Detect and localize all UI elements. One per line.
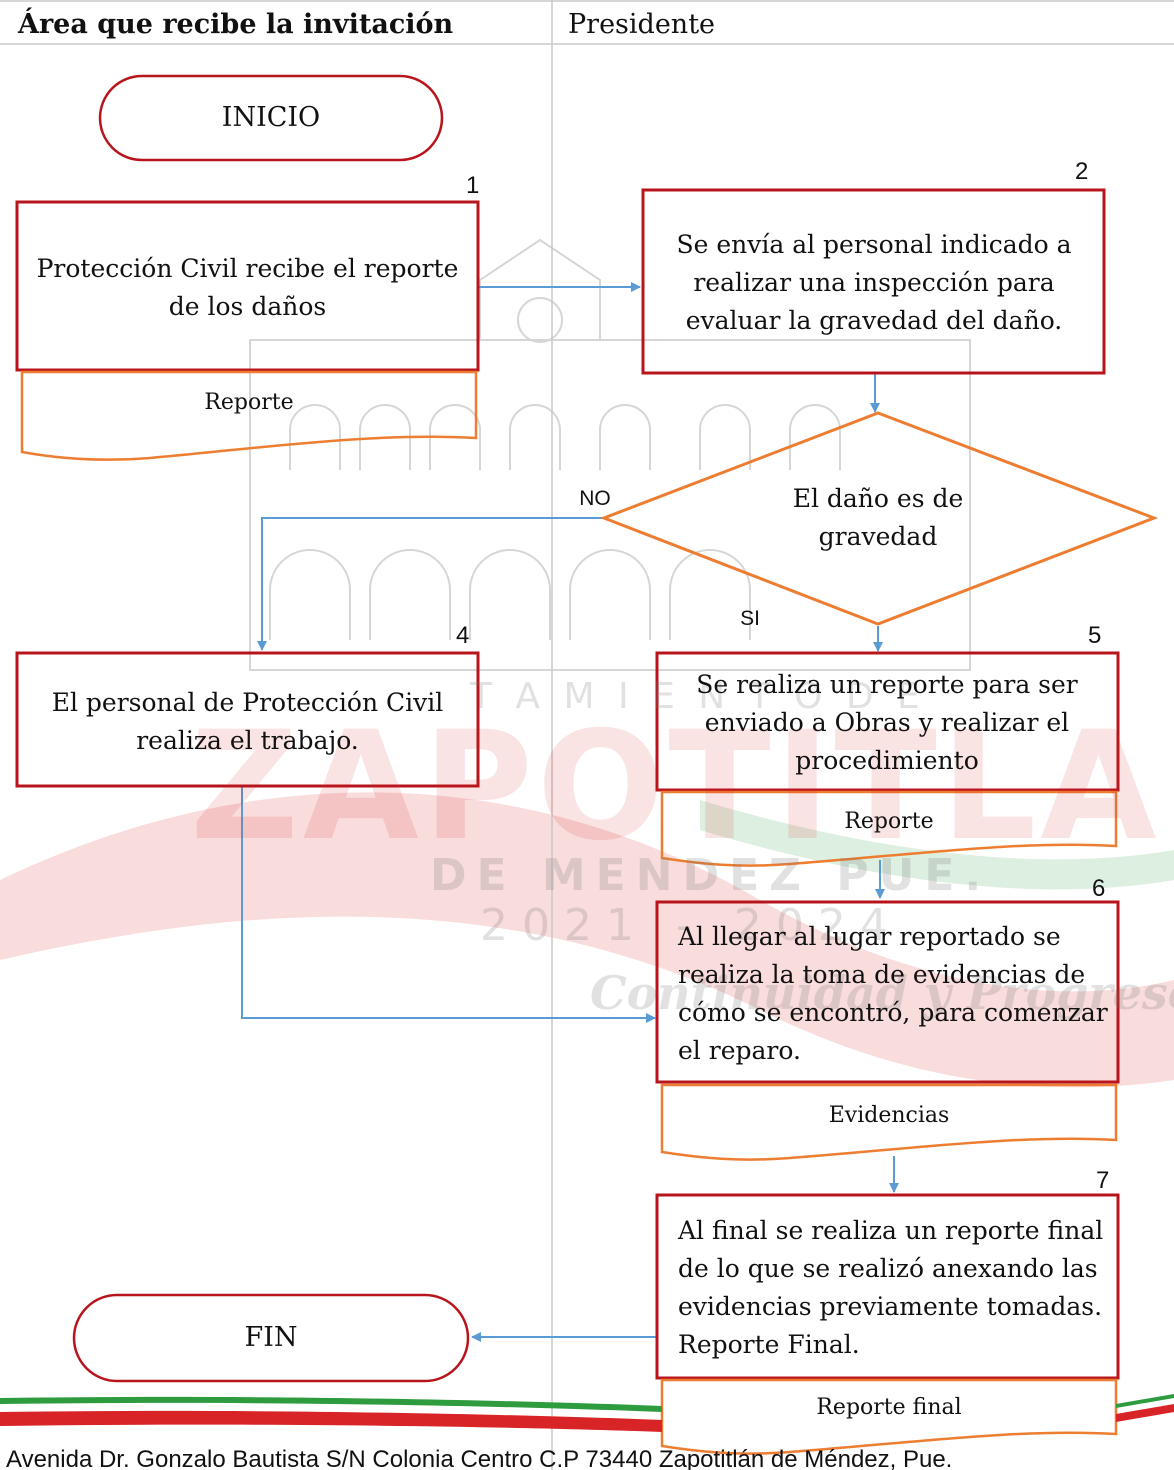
step-7-box [655,1193,1120,1380]
step-4-text: El personal de Protección Civil realiza … [51,688,444,755]
step-5-number: 5 [1088,622,1102,649]
step-2-box [641,188,1106,375]
step-2-text: Se envía al personal indicado a realizar… [676,230,1072,335]
document-5-label: Reporte [844,809,934,834]
watermark-text-5: Continuidad y Progreso [590,966,1174,1020]
footer-stripe-green-right [1116,1394,1174,1408]
lane-header-left: Área que recibe la invitación [18,9,454,40]
watermark-text-1: T A M I E N T O D E [470,676,926,717]
step-4-number: 4 [456,622,470,649]
footer-stripe-red [0,1410,662,1432]
step-4-box [15,651,480,788]
step-6-number: 6 [1092,875,1106,902]
document-7-label: Reporte final [816,1395,962,1420]
end-terminator [72,1293,470,1383]
decision-no-label: NO [579,487,611,510]
connector-decision-no [257,517,604,651]
start-terminator [98,74,444,162]
watermark-text-2: ZAPOTITLAN [190,700,1174,874]
document-1-label: Reporte [204,390,294,415]
decision-text: El daño es de gravedad [792,484,964,551]
watermark-text-4: 2021 - 2024 [480,900,902,951]
step-1-box [15,200,480,372]
decision-yes-label: SI [740,607,760,630]
step-5-box [655,651,1120,792]
connectors [241,282,899,1342]
footer-address: Avenida Dr. Gonzalo Bautista S/N Colonia… [6,1446,953,1470]
document-6-shape [660,1083,1118,1161]
footer-stripe-red-right [1116,1404,1174,1422]
step-6-text: Al llegar al lugar reportado se realiza … [678,922,1108,1065]
document-5-shape [660,790,1118,867]
decision-diamond [599,411,1159,626]
step-2-number: 2 [1075,158,1089,185]
connector-4-to-6 [241,786,656,1023]
step-5-text: Se realiza un reporte para ser enviado a… [696,670,1078,775]
document-7-shape [660,1378,1118,1455]
step-7-number: 7 [1096,1167,1110,1194]
step-7-text: Al final se realiza un reporte final de … [678,1216,1104,1359]
watermark-ribbon-red [0,792,1174,1088]
watermark-building [249,238,971,671]
end-label: FIN [244,1322,298,1353]
step-1-text: Protección Civil recibe el reporte de lo… [36,254,459,321]
step-1-number: 1 [466,172,480,199]
watermark-ribbon-green [700,800,1174,890]
footer-stripe-green [0,1396,662,1412]
lane-header-right: Presidente [568,9,716,40]
watermark-text-3: DE MENDEZ PUE. [430,850,992,901]
document-6-label: Evidencias [828,1103,950,1128]
step-6-box [655,900,1120,1084]
document-1-shape [20,370,478,461]
start-label: INICIO [221,102,321,133]
